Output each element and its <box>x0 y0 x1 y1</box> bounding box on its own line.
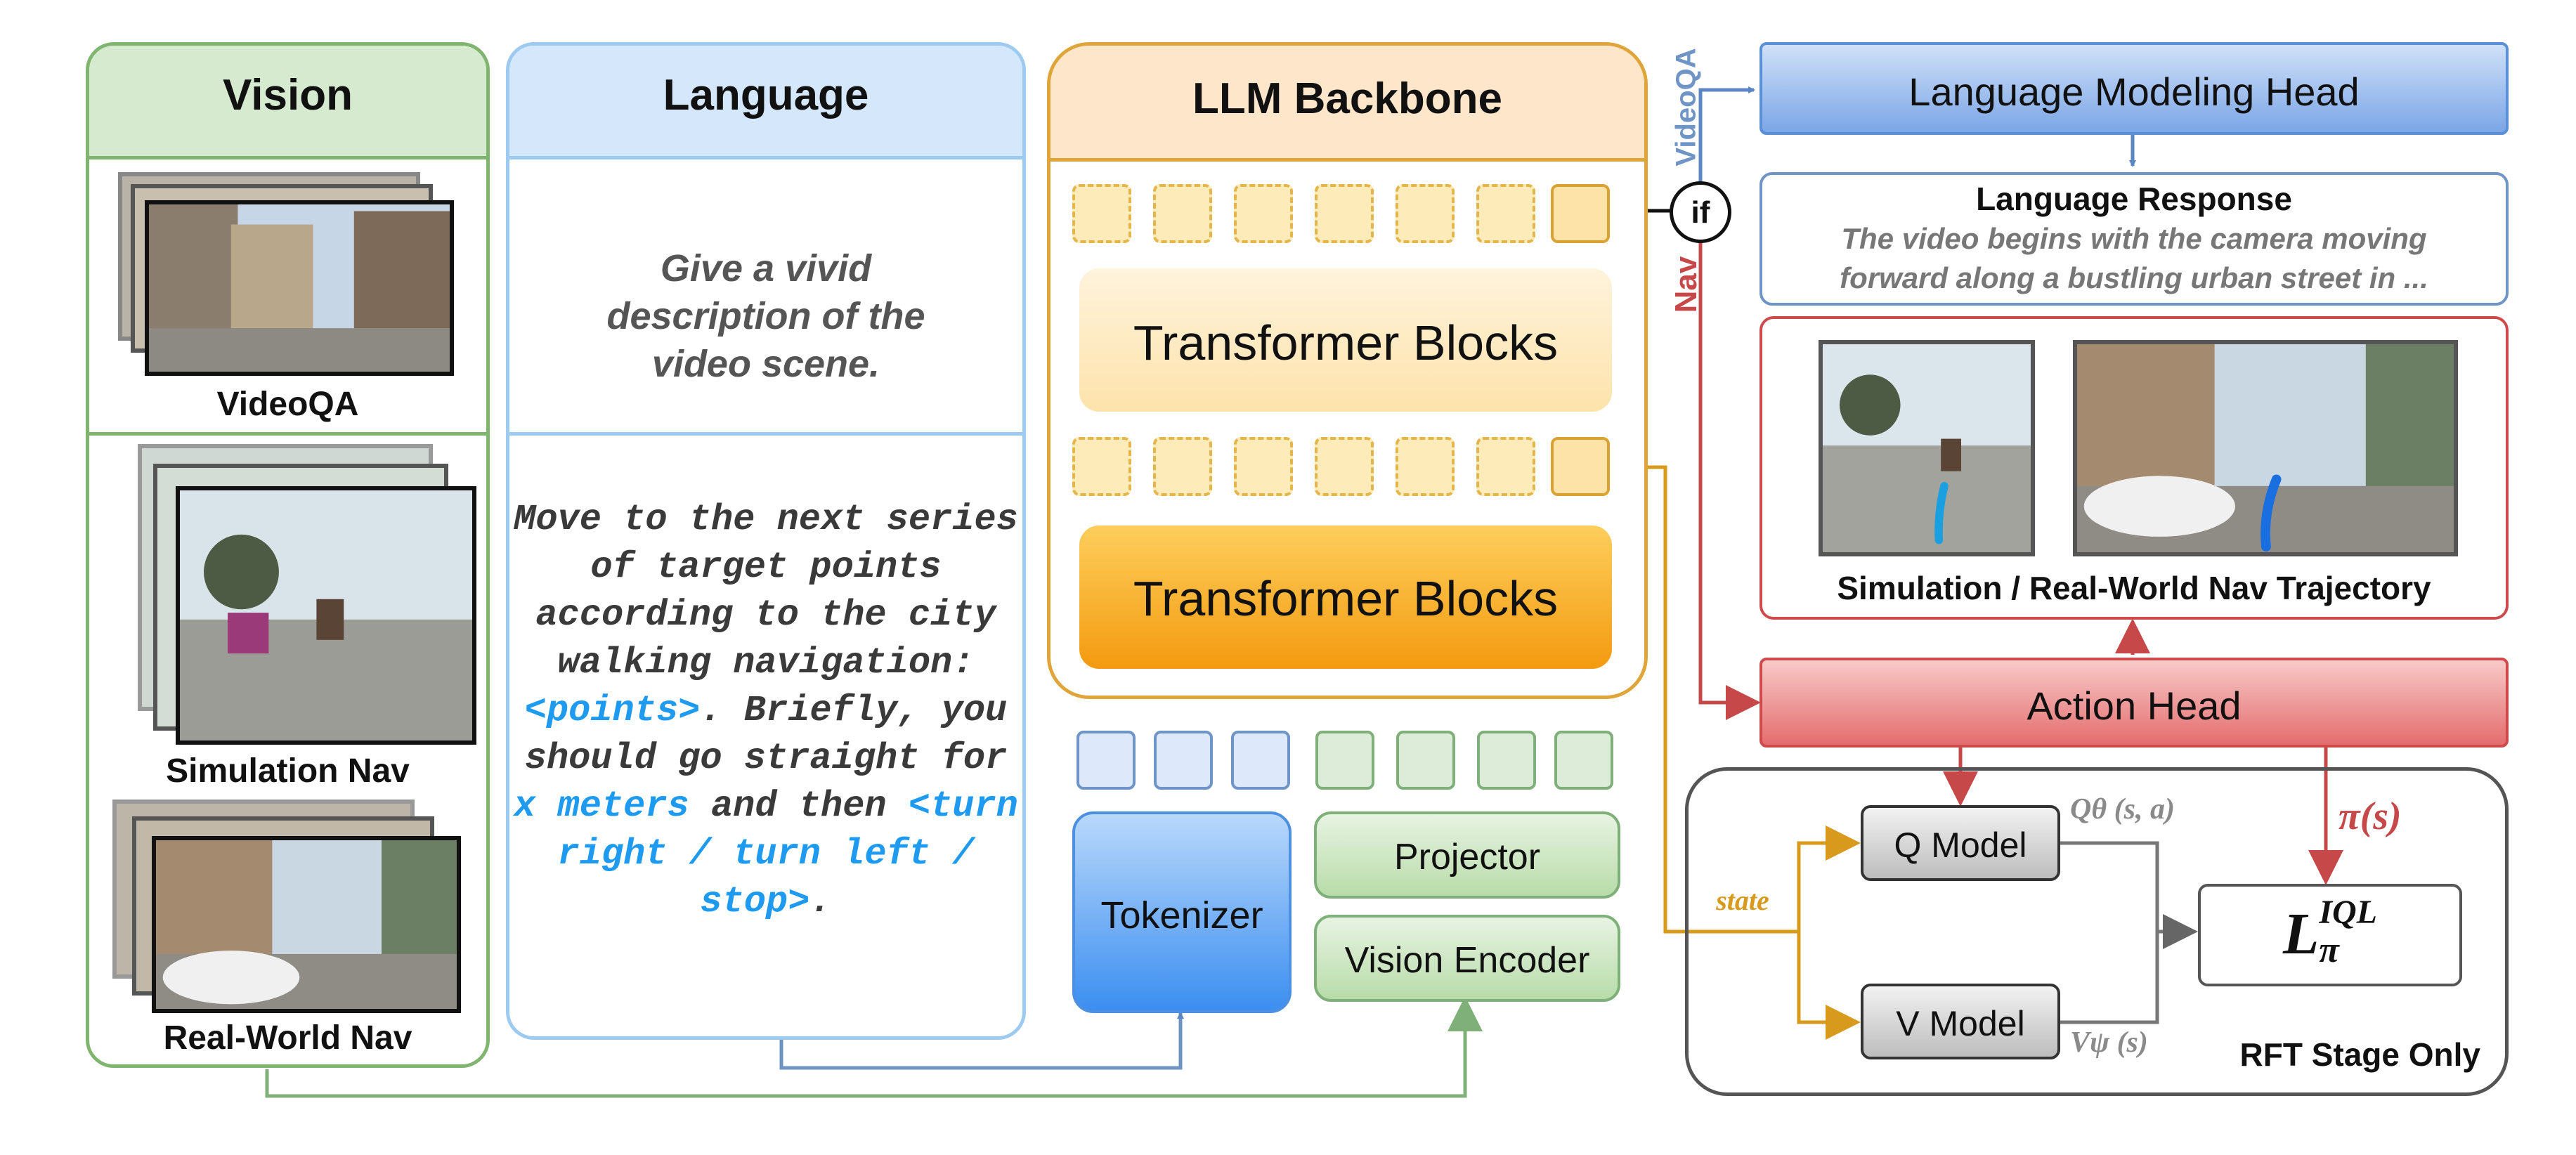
rft-panel <box>1685 767 2509 1096</box>
nav-prompt-placeholder: <points> <box>524 690 701 731</box>
visual-token <box>1477 731 1536 790</box>
response-text: The video begins with the camera moving … <box>1840 222 2428 294</box>
if-to-action-head-arrow <box>1698 242 1761 720</box>
q-model-label: Q Model <box>1894 826 2027 865</box>
hidden-token <box>1234 437 1293 496</box>
backbone-header <box>1050 46 1644 162</box>
v-model-label: V Model <box>1896 1004 2025 1043</box>
transformer-blocks-upper-label: Transformer Blocks <box>1133 315 1559 370</box>
output-token-top <box>1551 184 1610 243</box>
language-panel <box>506 42 1026 1040</box>
if-to-lm-head-arrow <box>1698 86 1755 181</box>
vision-encoder-box <box>1314 915 1620 1002</box>
language-divider <box>509 432 1022 436</box>
tokenizer-box <box>1072 811 1292 1013</box>
lm-head-label: Language Modeling Head <box>1908 70 2360 114</box>
projector-label: Projector <box>1393 837 1541 877</box>
nav-prompt-text: Move to the next series of target points… <box>514 499 1018 684</box>
visual-token <box>1554 731 1613 790</box>
state-label: state <box>1716 885 1769 916</box>
tokenizer-label: Tokenizer <box>1100 894 1263 937</box>
iql-loss-box <box>2198 884 2462 986</box>
vision-encoder-label: Vision Encoder <box>1344 940 1590 981</box>
hidden-token <box>1315 184 1374 243</box>
route-videoqa-label: VideoQA <box>1670 48 1702 167</box>
real-trajectory-image <box>2073 340 2458 556</box>
rft-stage-label: RFT Stage Only <box>2239 1036 2480 1073</box>
hidden-token <box>1234 184 1293 243</box>
hidden-token <box>1153 184 1212 243</box>
hidden-token <box>1476 437 1535 496</box>
language-to-tokenizer-arrow <box>779 1012 1184 1070</box>
transformer-blocks-lower <box>1079 526 1612 669</box>
v-model-box <box>1861 984 2060 1059</box>
real-nav-label: Real-World Nav <box>163 1019 412 1057</box>
response-title: Language Response <box>1976 181 2292 217</box>
projector-box <box>1314 811 1620 899</box>
nav-prompt-text: . Briefly, you should go straight for <box>524 690 1008 779</box>
trajectory-label: Simulation / Real-World Nav Trajectory <box>1837 570 2431 606</box>
sim-image <box>176 486 476 745</box>
vision-header <box>89 46 486 159</box>
output-token-bottom <box>1551 437 1610 496</box>
nav-prompt-text: . <box>809 881 832 922</box>
nav-prompt: Move to the next series of target points… <box>513 496 1019 926</box>
q-to-merge-line <box>2059 841 2159 932</box>
v-to-merge-line <box>2059 932 2159 1024</box>
vision-divider <box>89 432 486 436</box>
if-circle <box>1670 181 1731 243</box>
language-title: Language <box>663 71 869 119</box>
videoqa-prompt: Give a vivid description of the video sc… <box>606 247 925 385</box>
visual-token <box>1315 731 1374 790</box>
hidden-token <box>1153 437 1212 496</box>
hidden-token <box>1315 437 1374 496</box>
videoqa-label: VideoQA <box>216 386 359 423</box>
visual-token <box>1396 731 1455 790</box>
state-to-v-arrow <box>1797 932 1861 1040</box>
transformer-blocks-lower-label: Transformer Blocks <box>1133 571 1559 626</box>
nav-prompt-placeholder: <turn right / turn left / stop> <box>557 785 1018 922</box>
text-token <box>1154 731 1213 790</box>
if-label: if <box>1691 195 1710 230</box>
action-head-label: Action Head <box>2027 684 2242 728</box>
nav-prompt-placeholder: x meters <box>514 785 689 827</box>
sim-nav-label: Simulation Nav <box>166 752 410 790</box>
real-image <box>152 836 461 1013</box>
transformer-blocks-upper <box>1079 268 1612 412</box>
language-header <box>509 46 1022 159</box>
loss-superscript: IQL <box>2319 894 2377 931</box>
nav-prompt-text: and then <box>689 785 909 827</box>
vision-title: Vision <box>223 71 353 119</box>
route-nav-label: Nav <box>1669 256 1703 313</box>
hidden-token <box>1396 437 1455 496</box>
action-head-box <box>1759 658 2509 748</box>
backbone-title: LLM Backbone <box>1192 74 1502 123</box>
q-function-label: Qθ (s, a) <box>2070 793 2175 826</box>
vision-to-encoder-arrow <box>265 996 1483 1098</box>
state-to-q-arrow <box>1797 826 1861 932</box>
v-function-label: Vψ (s) <box>2070 1026 2148 1059</box>
lm-head-box <box>1759 42 2509 135</box>
text-token <box>1076 731 1136 790</box>
hidden-token <box>1476 184 1535 243</box>
text-token <box>1231 731 1290 790</box>
response-box <box>1759 172 2509 306</box>
hidden-token <box>1072 437 1131 496</box>
hidden-token <box>1396 184 1455 243</box>
q-model-box <box>1861 805 2060 881</box>
hidden-token <box>1072 184 1131 243</box>
loss-symbol: L <box>2283 901 2320 967</box>
sim-trajectory-image <box>1819 340 2035 556</box>
policy-label: π(s) <box>2338 795 2402 838</box>
loss-subscript: π <box>2319 930 2339 970</box>
videoqa-image <box>145 200 454 376</box>
